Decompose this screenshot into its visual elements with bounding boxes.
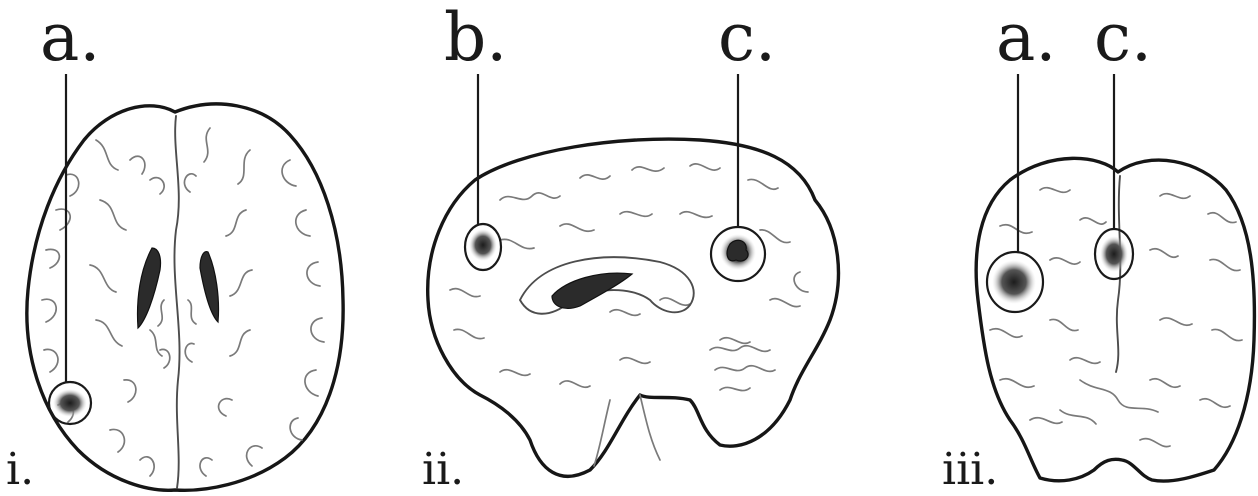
sagittal-panel-numeral: ii. — [422, 444, 464, 495]
sagittal-lesion-b — [469, 229, 497, 261]
sagittal-callout-c-label: c. — [718, 0, 776, 76]
axial-lesion-a — [53, 389, 87, 417]
axial-panel-numeral: i. — [6, 444, 34, 495]
axial-callout-a-label: a. — [40, 0, 100, 76]
coronal-callout-a-label: a. — [996, 0, 1056, 76]
sagittal-brain-outline — [428, 139, 839, 476]
axial-brain-outline — [27, 104, 343, 490]
coronal-callout-c-label: c. — [1094, 0, 1152, 76]
sagittal-lesion-c-core — [727, 240, 748, 261]
sagittal-callout-b-label: b. — [444, 0, 507, 76]
panel-coronal: a. c. iii. — [942, 0, 1254, 495]
coronal-lesion-c — [1100, 236, 1128, 272]
coronal-lesion-a — [992, 260, 1036, 304]
panel-axial: a. i. — [6, 0, 343, 495]
panel-sagittal: b. c. ii. — [422, 0, 838, 495]
coronal-panel-numeral: iii. — [942, 444, 998, 495]
